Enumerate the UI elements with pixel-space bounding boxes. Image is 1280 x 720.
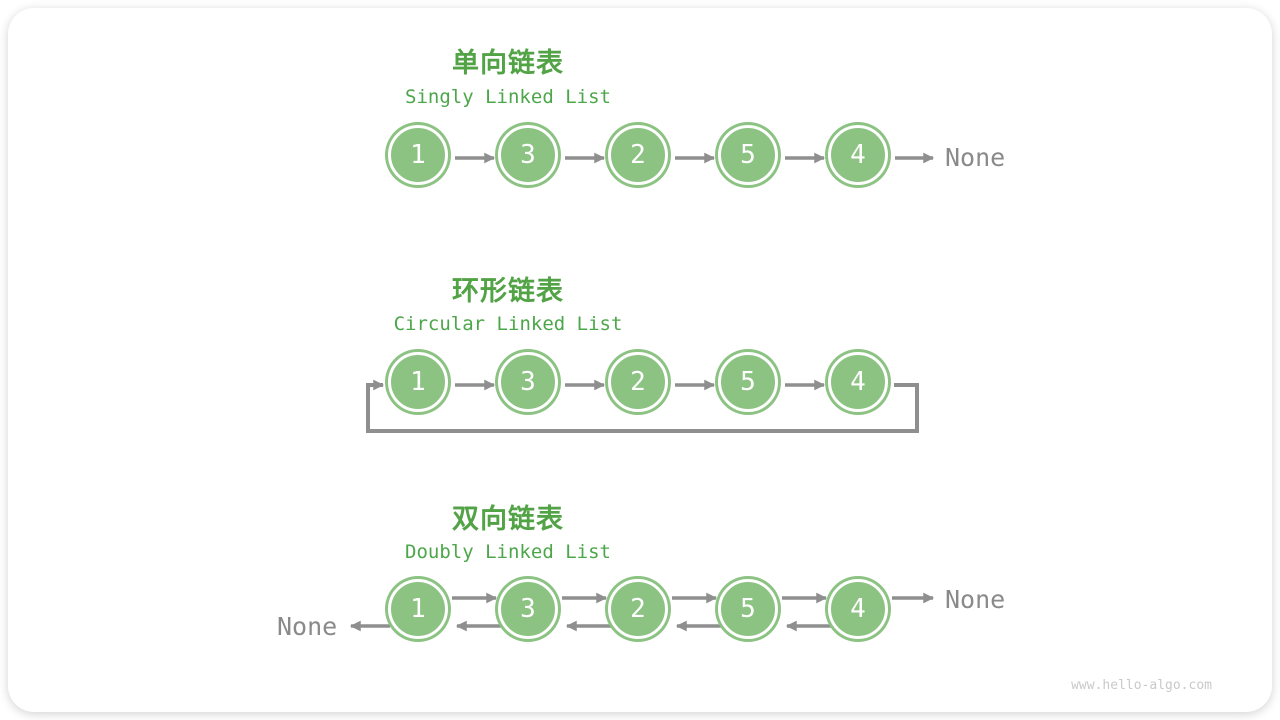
circular-node-1: 1 (388, 352, 448, 412)
doubly-node-5: 4 (828, 579, 888, 639)
section-subtitle-doubly: Doubly Linked List (405, 541, 611, 563)
singly-node-3: 2 (608, 125, 668, 185)
section-subtitle-singly: Singly Linked List (405, 86, 611, 108)
circular-node-5: 4 (828, 352, 888, 412)
doubly-arrows (349, 592, 935, 632)
doubly-tail-none-label: None (945, 585, 1006, 614)
section-title-circular: 环形链表 (452, 276, 564, 306)
doubly-node-1: 1 (388, 579, 448, 639)
circular-node-4: 5 (718, 352, 778, 412)
singly-node-2: 3 (498, 125, 558, 185)
section-title-singly: 单向链表 (452, 48, 564, 78)
doubly-node-2: 3 (498, 579, 558, 639)
singly-node-4: 5 (718, 125, 778, 185)
section-subtitle-circular: Circular Linked List (393, 313, 623, 335)
circular-node-2: 3 (498, 352, 558, 412)
doubly-head-none-label: None (277, 612, 338, 641)
section-title-doubly: 双向链表 (452, 504, 564, 534)
doubly-node-3: 2 (608, 579, 668, 639)
singly-node-1: 1 (388, 125, 448, 185)
site-watermark: www.hello-algo.com (1071, 678, 1212, 693)
doubly-node-4: 5 (718, 579, 778, 639)
circular-loop-path (366, 379, 919, 433)
singly-node-5: 4 (828, 125, 888, 185)
circular-arrows (366, 379, 919, 433)
circular-node-3: 2 (608, 352, 668, 412)
singly-none-label: None (945, 143, 1006, 172)
